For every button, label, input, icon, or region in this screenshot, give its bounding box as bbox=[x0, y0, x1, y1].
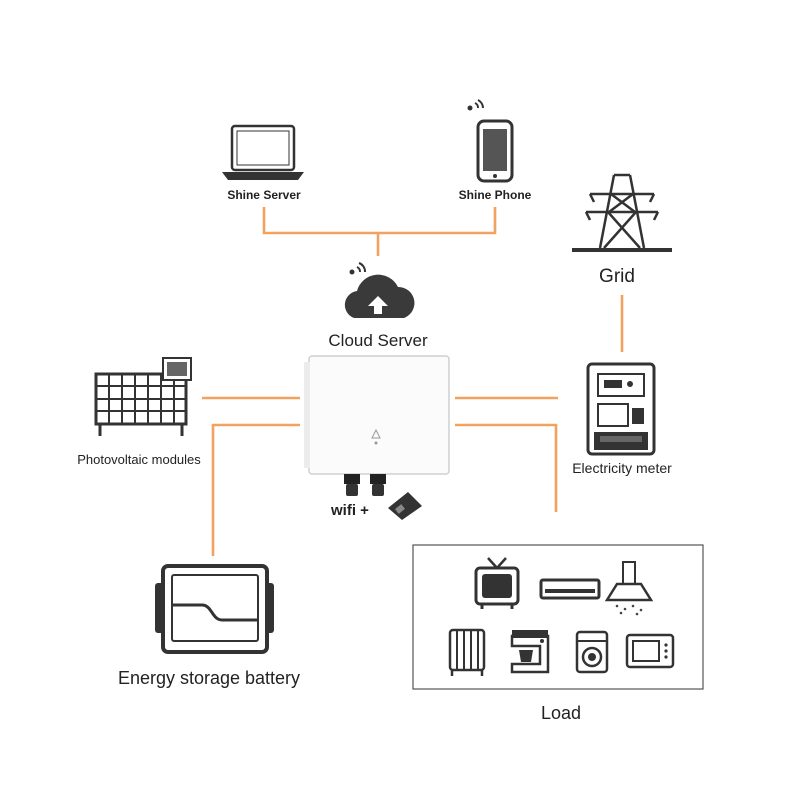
cable-gland-icon bbox=[344, 474, 386, 496]
wifi-label: wifi + bbox=[330, 502, 369, 519]
microwave-icon bbox=[625, 633, 675, 669]
shine-phone-label: Shine Phone bbox=[459, 188, 532, 202]
electricity-meter-node: Electricity meter bbox=[572, 362, 672, 476]
connector-lines bbox=[202, 207, 624, 556]
grid-label: Grid bbox=[599, 266, 635, 287]
photovoltaic-label: Photovoltaic modules bbox=[77, 452, 201, 467]
heater-icon bbox=[448, 628, 486, 676]
photovoltaic-node: Photovoltaic modules bbox=[77, 357, 201, 467]
line-inverter-to-load bbox=[455, 423, 558, 512]
inverter-icon bbox=[304, 355, 450, 475]
wifi-dongle-icon bbox=[388, 492, 422, 520]
washing-machine-icon bbox=[575, 630, 609, 674]
tv-icon bbox=[474, 557, 520, 609]
smartphone-icon bbox=[476, 119, 514, 183]
grid-node: Grid bbox=[572, 173, 672, 287]
line-monitoring-bus bbox=[262, 207, 497, 235]
wifi-signal-icon bbox=[349, 262, 366, 275]
battery-label: Energy storage battery bbox=[118, 668, 300, 688]
wifi-signal-icon bbox=[467, 99, 484, 111]
solar-panel-icon bbox=[94, 357, 192, 436]
range-hood-icon bbox=[604, 561, 654, 616]
electricity-meter-icon bbox=[586, 362, 656, 456]
electricity-meter-label: Electricity meter bbox=[572, 460, 672, 476]
battery-node: Energy storage battery bbox=[118, 564, 300, 688]
cloud-server-label: Cloud Server bbox=[328, 331, 428, 350]
load-label: Load bbox=[541, 703, 581, 723]
shine-phone-node: Shine Phone bbox=[459, 99, 532, 202]
inverter-node: wifi + bbox=[304, 355, 450, 520]
transmission-tower-icon bbox=[584, 173, 660, 249]
battery-icon bbox=[155, 564, 274, 654]
shine-server-node: Shine Server bbox=[222, 124, 304, 202]
cloud-server-node: Cloud Server bbox=[328, 262, 428, 350]
coffee-machine-icon bbox=[510, 630, 550, 674]
air-conditioner-icon bbox=[539, 578, 601, 600]
cloud-upload-icon bbox=[344, 274, 415, 318]
ground-line bbox=[572, 248, 672, 252]
shine-server-label: Shine Server bbox=[227, 188, 301, 202]
line-battery-to-inverter bbox=[211, 423, 300, 556]
load-node: Load bbox=[412, 544, 704, 723]
laptop-icon bbox=[222, 124, 304, 180]
